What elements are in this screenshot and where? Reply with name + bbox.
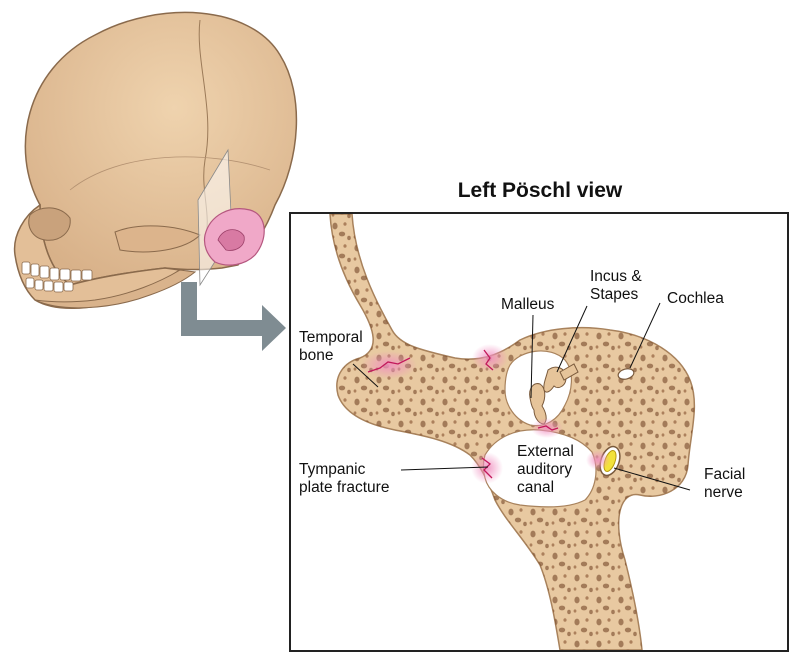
stapes-bone — [559, 363, 579, 381]
lower-teeth — [25, 277, 74, 293]
malleus-bone — [529, 383, 547, 425]
label-malleus: Malleus — [501, 296, 555, 313]
label-tympanic-plate-fracture: Tympanic plate fracture — [299, 461, 390, 496]
detail-panel-frame — [289, 212, 789, 652]
fracture-highlights — [361, 344, 610, 484]
label-temporal-bone: Temporal bone — [299, 329, 363, 364]
pointer-arrow — [181, 282, 286, 351]
cochlea-opening — [617, 368, 635, 380]
label-incus-stapes: Incus & Stapes — [590, 268, 642, 303]
ossicles — [529, 363, 579, 425]
view-title: Left Pöschl view — [457, 179, 623, 202]
upper-teeth — [21, 261, 93, 282]
temporal-line — [69, 156, 271, 191]
eye-socket — [28, 207, 71, 241]
label-cochlea: Cochlea — [667, 290, 724, 307]
ear-canal — [217, 229, 245, 251]
mandible — [34, 269, 197, 309]
leader-lines — [352, 302, 691, 491]
label-facial-nerve: Facial nerve — [704, 466, 746, 501]
label-external-auditory-canal: External auditory canal — [517, 443, 574, 496]
